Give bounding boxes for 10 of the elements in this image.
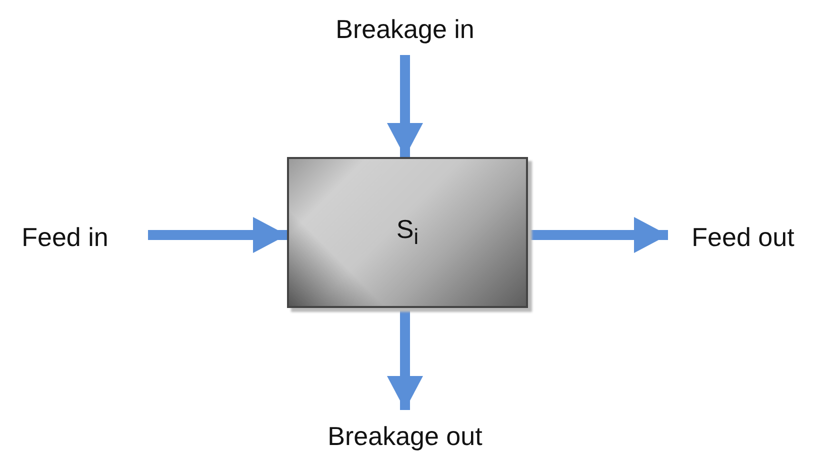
process-box — [287, 157, 528, 308]
flow-label: Feed in — [0, 212, 130, 262]
flow-label: Breakage in — [305, 5, 505, 53]
arrow — [387, 55, 423, 157]
flow-label: Breakage out — [295, 414, 515, 459]
flow-label: Feed out — [672, 212, 814, 262]
arrow — [387, 308, 423, 410]
arrow — [148, 217, 287, 253]
node-label: S$_{i}$ — [396, 214, 419, 251]
arrow — [528, 217, 668, 253]
